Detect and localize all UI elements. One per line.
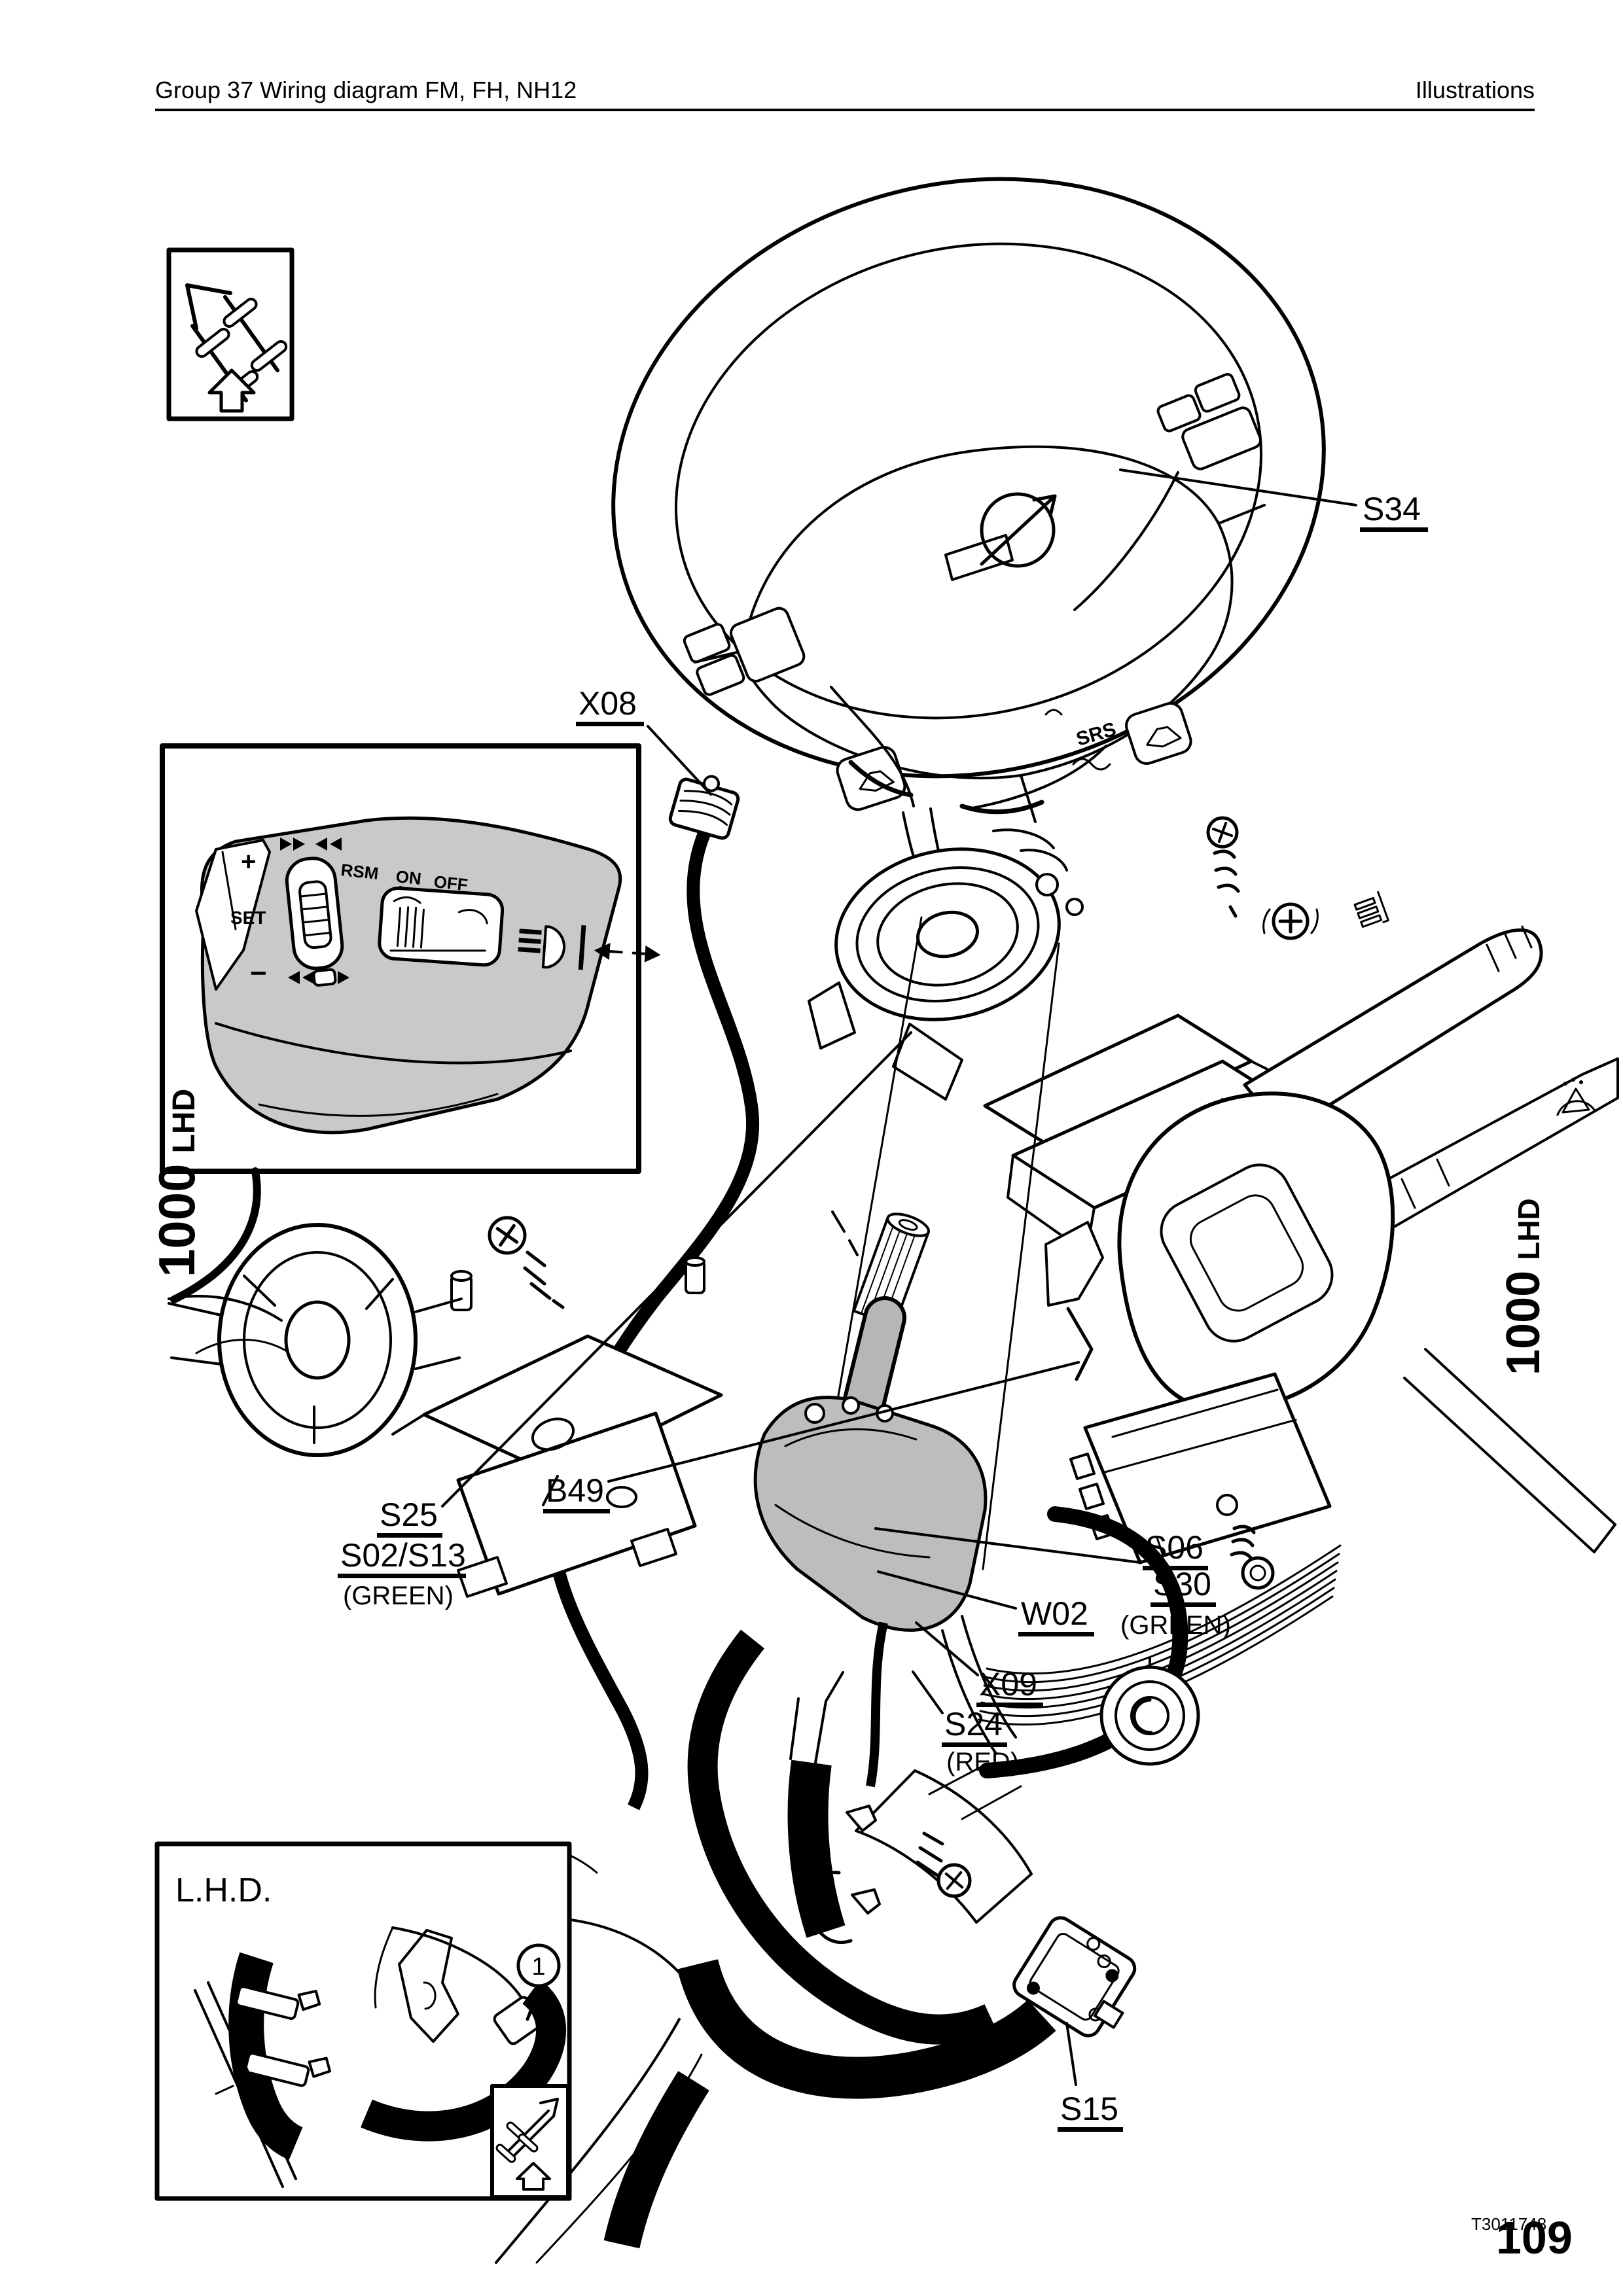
figure-code: T3011748 xyxy=(1471,2214,1546,2234)
label-x09: X09 xyxy=(979,1666,1037,1703)
headlight-flash-icon xyxy=(518,925,661,970)
callout-1: 1 xyxy=(516,1943,561,2021)
position-num-left: 1000 xyxy=(148,1163,205,1277)
callout-1-number: 1 xyxy=(531,1953,545,1981)
label-w02: W02 xyxy=(1021,1595,1088,1632)
horn-icon-2 xyxy=(1125,701,1192,765)
harness-black xyxy=(979,1506,1188,1778)
conduit-gray-band xyxy=(687,1629,997,2045)
position-lhd-right: LHD xyxy=(1512,1198,1546,1260)
stalk-handle xyxy=(1117,1091,1395,1412)
wiper-icon xyxy=(1556,1078,1596,1116)
wheel-hub-detail xyxy=(944,492,1057,581)
lhd-title: L.H.D. xyxy=(175,1871,272,1909)
column-tube-right xyxy=(1403,1348,1616,1553)
label-s24-color: (RED) xyxy=(946,1748,1019,1776)
label-b49: B49 xyxy=(546,1472,604,1509)
header-title: Group 37 Wiring diagram FM, FH, NH12 xyxy=(155,77,577,103)
page-footer: T3011748 109 xyxy=(1471,2212,1573,2263)
label-s30: S30 xyxy=(1153,1566,1211,1602)
up-arrow-icon xyxy=(207,368,256,413)
corrugated-hose-vertical xyxy=(787,1671,881,1938)
page-header: Group 37 Wiring diagram FM, FH, NH12 Ill… xyxy=(155,77,1535,111)
label-s34: S34 xyxy=(1363,491,1421,527)
up-arrow-icon-mini xyxy=(516,2162,551,2191)
wheel-buttons-left xyxy=(683,607,806,696)
phillips-screw-icon xyxy=(488,1216,565,1309)
s15-connector xyxy=(1012,1916,1137,2038)
position-num-right: 1000 xyxy=(1497,1271,1550,1375)
svg-text:1000LHD: 1000 LHD xyxy=(1497,1198,1550,1375)
stalk-plus-label[interactable]: + xyxy=(241,847,256,876)
steering-wheel: SRS xyxy=(611,177,1326,895)
position-label-left: 1000 LHD xyxy=(148,1089,205,1277)
label-s25-color: (GREEN) xyxy=(343,1581,454,1610)
lhd-inset: L.H.D. 1 xyxy=(154,1841,572,2201)
label-s15: S15 xyxy=(1060,2091,1118,2127)
stalk-on-label[interactable]: ON xyxy=(395,866,422,889)
label-s06: S06 xyxy=(1145,1529,1204,1566)
left-wheel-drum xyxy=(168,1223,463,1457)
wheel-buttons-right xyxy=(1156,373,1262,470)
screw-right xyxy=(1230,1525,1275,1590)
cruise-stalk xyxy=(1243,891,1543,1135)
lock-housing xyxy=(753,1396,1017,1788)
stalk-rsm-label[interactable]: RSM xyxy=(340,860,380,883)
header-rule xyxy=(155,109,1535,111)
orientation-inset-mini xyxy=(490,2084,570,2199)
label-s25: S25 xyxy=(380,1496,438,1533)
stalk-minus-label[interactable]: − xyxy=(250,957,267,989)
lower-housing xyxy=(808,1765,1033,1945)
leader-lines xyxy=(441,468,1357,2086)
ignition-cylinder xyxy=(1099,1657,1200,1766)
position-lhd-left: LHD xyxy=(167,1089,202,1154)
corrugated-elbow xyxy=(677,1958,1056,2099)
screw-bottom xyxy=(916,1831,972,1898)
thumbwheel[interactable] xyxy=(285,857,346,988)
fast-arrows-top xyxy=(280,838,342,851)
page-number: 109 xyxy=(1496,2212,1573,2263)
svg-text:1000LHD: 1000 LHD xyxy=(148,1089,205,1277)
stalk-set-label[interactable]: SET xyxy=(230,908,266,928)
label-x08: X08 xyxy=(579,685,637,722)
label-s30-color: (GREEN) xyxy=(1120,1611,1231,1640)
stalk-inset: + SET − RSM ON OFF xyxy=(160,743,661,1303)
inset-leader xyxy=(170,1167,261,1303)
orientation-inset-top xyxy=(166,247,294,421)
callout-labels: S34 X08 B49 S25 S02/S13 (GREEN) S06 S30 … xyxy=(338,491,1428,2132)
screw-top xyxy=(1206,816,1240,918)
label-s24: S24 xyxy=(944,1706,1003,1742)
label-s02-s13: S02/S13 xyxy=(340,1537,466,1574)
clock-spring xyxy=(808,828,1084,1050)
position-label-right: 1000 LHD xyxy=(1497,1198,1550,1375)
x08-connector xyxy=(668,775,740,840)
airbag-squiggle-icon xyxy=(1044,709,1111,771)
truck-direction-icon-mini xyxy=(495,2098,559,2163)
header-section: Illustrations xyxy=(1416,77,1535,103)
corrugated-hose-lower xyxy=(603,2071,709,2249)
srs-label: SRS xyxy=(1074,718,1118,751)
rocker-switch[interactable] xyxy=(378,886,505,967)
